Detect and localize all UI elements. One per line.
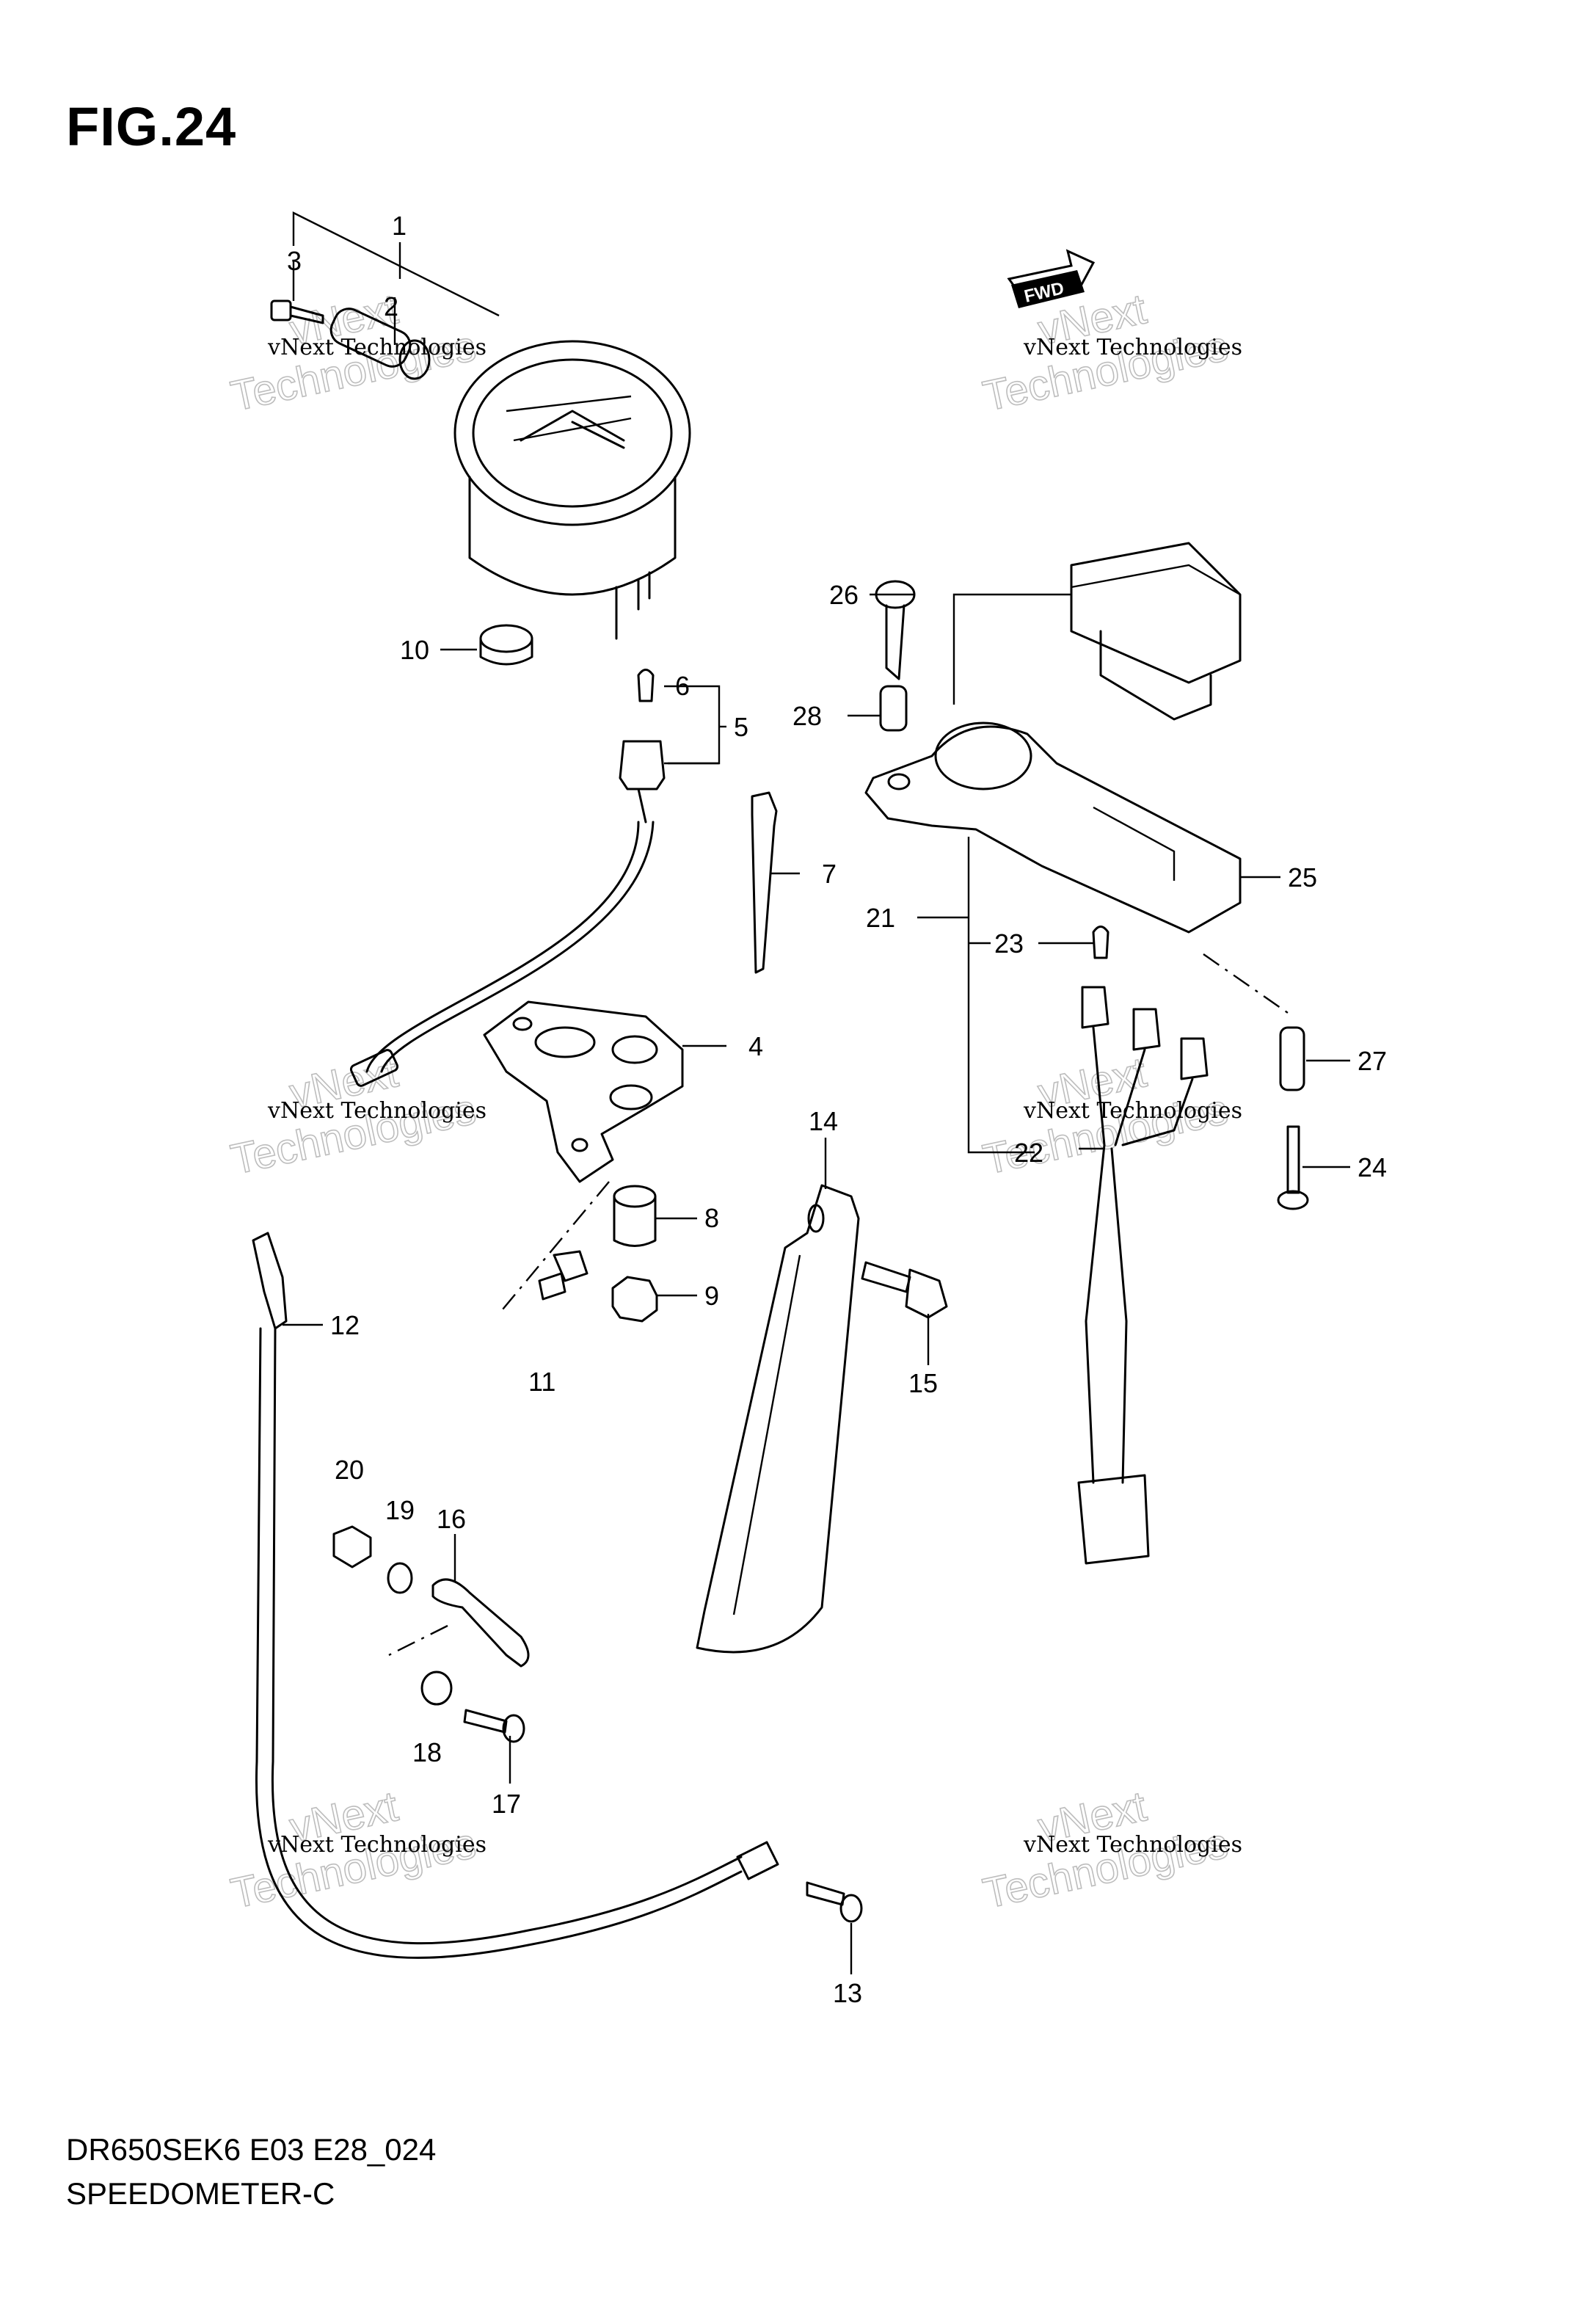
bolt-part-15 [861,1261,948,1319]
callout-28: 28 [792,701,822,731]
svg-text:vNext Technologies: vNext Technologies [267,1832,487,1858]
fwd-arrow-icon: FWD [1007,249,1096,308]
collar-part-27 [1279,1026,1305,1091]
svg-text:vNext Technologies: vNext Technologies [267,1098,487,1124]
callout-8: 8 [704,1203,719,1233]
callout-7: 7 [822,859,837,889]
watermark-group: vNext Technologies vNext Technologies vN… [226,285,1242,1919]
callout-18: 18 [412,1737,442,1767]
svg-text:vNext Technologies: vNext Technologies [1023,1098,1242,1124]
watermark-top-left: vNext Technologies vNext Technologies [226,285,487,421]
screw-part-26 [875,580,916,680]
callout-27: 27 [1358,1046,1387,1076]
callout-19: 19 [385,1495,415,1525]
cap-part-10 [479,624,533,666]
callout-24: 24 [1358,1152,1387,1182]
svg-text:vNext Technologies: vNext Technologies [267,335,487,360]
callout-26: 26 [829,580,859,610]
collar-part-28 [879,685,908,732]
callout-labels: 1 2 3 10 6 5 7 4 8 9 11 12 14 15 20 19 1… [287,211,1387,2008]
callout-11: 11 [528,1367,555,1397]
leader-lines [283,211,1350,1974]
bracket-part-16 [431,1578,530,1668]
nut-part-9 [611,1276,658,1323]
callout-15: 15 [908,1368,938,1398]
callout-22: 22 [1014,1138,1043,1168]
callout-12: 12 [330,1310,360,1340]
watermark-bottom-right: vNext Technologies vNext Technologies [978,1782,1242,1919]
speedometer-lamp-part-2 [329,308,431,380]
washer-part-18 [420,1671,453,1706]
callout-17: 17 [492,1789,521,1819]
screw-part-17 [463,1709,525,1743]
callout-13: 13 [833,1978,862,2008]
watermark-middle-left: vNext Technologies vNext Technologies [226,1048,487,1185]
callout-9: 9 [704,1281,719,1311]
bulb-part-6 [637,669,655,702]
callout-21: 21 [866,903,895,933]
callout-14: 14 [809,1106,838,1136]
callout-20: 20 [335,1455,364,1485]
nut-part-20 [332,1525,372,1568]
callout-1: 1 [392,211,407,241]
speedometer-assembly [453,340,691,640]
callout-2: 2 [384,291,398,321]
svg-text:vNext Technologies: vNext Technologies [1023,1832,1242,1858]
callout-3: 3 [287,246,302,276]
indicator-lens-part [1070,542,1242,721]
bulb-part-23 [1092,926,1109,959]
callout-25: 25 [1288,862,1317,893]
diagram-name: SPEEDOMETER-C [66,2176,335,2211]
callout-4: 4 [748,1031,763,1061]
bracket-part-4 [483,1000,684,1183]
socket-part-5 [349,740,666,1087]
callout-5: 5 [734,712,748,742]
harness-part-22 [1077,986,1209,1565]
clamp-part-14 [696,1184,860,1654]
callout-10: 10 [400,635,429,665]
callout-23: 23 [994,928,1024,959]
bolt-part-11 [538,1250,589,1301]
model-code: DR650SEK6 E03 E28_024 [66,2132,437,2167]
callout-16: 16 [437,1504,466,1534]
figure-title: FIG.24 [66,96,237,157]
screw-part-3 [270,299,324,324]
speedometer-cable-part-12 [252,1232,779,1959]
grommet-part-8 [613,1185,657,1247]
svg-text:vNext Technologies: vNext Technologies [1023,335,1242,360]
indicator-case-part-25 [864,721,1242,934]
screw-part-24 [1277,1125,1309,1210]
alignment-lines [388,953,1289,1657]
screw-part-13 [806,1881,863,1923]
callout-6: 6 [675,671,690,701]
watermark-bottom-left: vNext Technologies vNext Technologies [226,1782,487,1919]
washer-part-19 [387,1562,413,1594]
cable-tie-part-7 [751,791,778,974]
